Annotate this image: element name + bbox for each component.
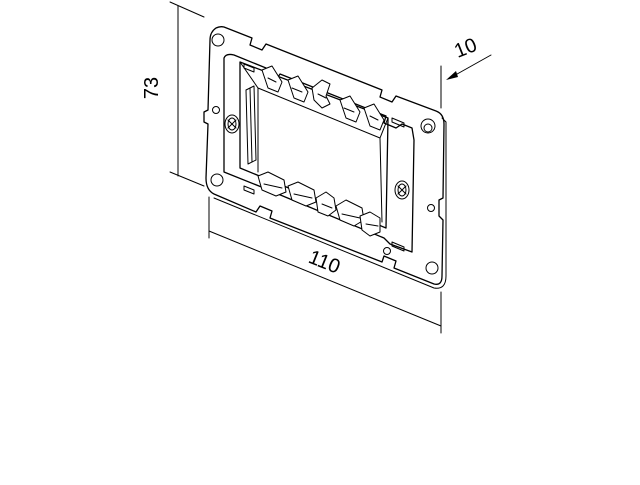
bottom-clip-2: [287, 181, 317, 207]
top-clips: [261, 65, 385, 131]
left-bracket-edge: [249, 87, 253, 163]
width-dimension-line: [208, 230, 442, 327]
height-extension-bottom: [169, 171, 205, 187]
slot-2: [391, 117, 405, 128]
depth-dimension: 10: [440, 34, 492, 109]
slot-4: [391, 241, 405, 252]
top-clip-4: [339, 95, 361, 123]
bottom-clip-3: [315, 191, 337, 217]
frame-outer-outline: [203, 26, 445, 285]
top-clip-1: [261, 65, 283, 93]
height-label: 73: [141, 77, 163, 99]
small-hole-right: [427, 204, 435, 212]
slot-3: [243, 185, 255, 195]
corner-hole-bottom-left: [210, 173, 224, 187]
top-clip-detail: [267, 77, 379, 121]
width-label: 110: [305, 246, 343, 278]
screw-left: [224, 114, 240, 134]
depth-arrow-head: [446, 71, 458, 80]
height-extension-top: [169, 1, 205, 18]
frame-thickness-edge: [213, 117, 447, 289]
top-clip-3: [311, 79, 331, 109]
corner-hole-top-left: [211, 33, 225, 47]
corner-hole-top-right-inner: [423, 123, 433, 133]
width-dimension: 110: [208, 196, 442, 334]
slot-1: [243, 63, 255, 73]
bottom-clip-4: [335, 199, 365, 227]
mounting-frame: [203, 26, 447, 289]
depth-label: 10: [451, 34, 480, 63]
small-hole-left: [212, 106, 220, 114]
small-hole-bottom: [383, 247, 391, 255]
height-dimension: 73: [141, 1, 205, 187]
corner-holes: [210, 33, 439, 275]
bottom-clip-detail: [263, 183, 379, 227]
top-clip-2: [287, 75, 309, 103]
corner-hole-top-right: [420, 118, 436, 134]
frame-slots: [243, 63, 405, 252]
fixing-screws: [224, 114, 410, 200]
screw-right: [394, 180, 410, 200]
corner-hole-bottom-right: [425, 261, 439, 275]
bottom-clips: [257, 171, 381, 237]
aperture-inner-wall: [239, 61, 389, 223]
bottom-clip-1: [257, 171, 287, 197]
bottom-clip-5: [359, 211, 381, 237]
top-clip-5: [363, 103, 385, 131]
aperture-box: [239, 61, 389, 229]
